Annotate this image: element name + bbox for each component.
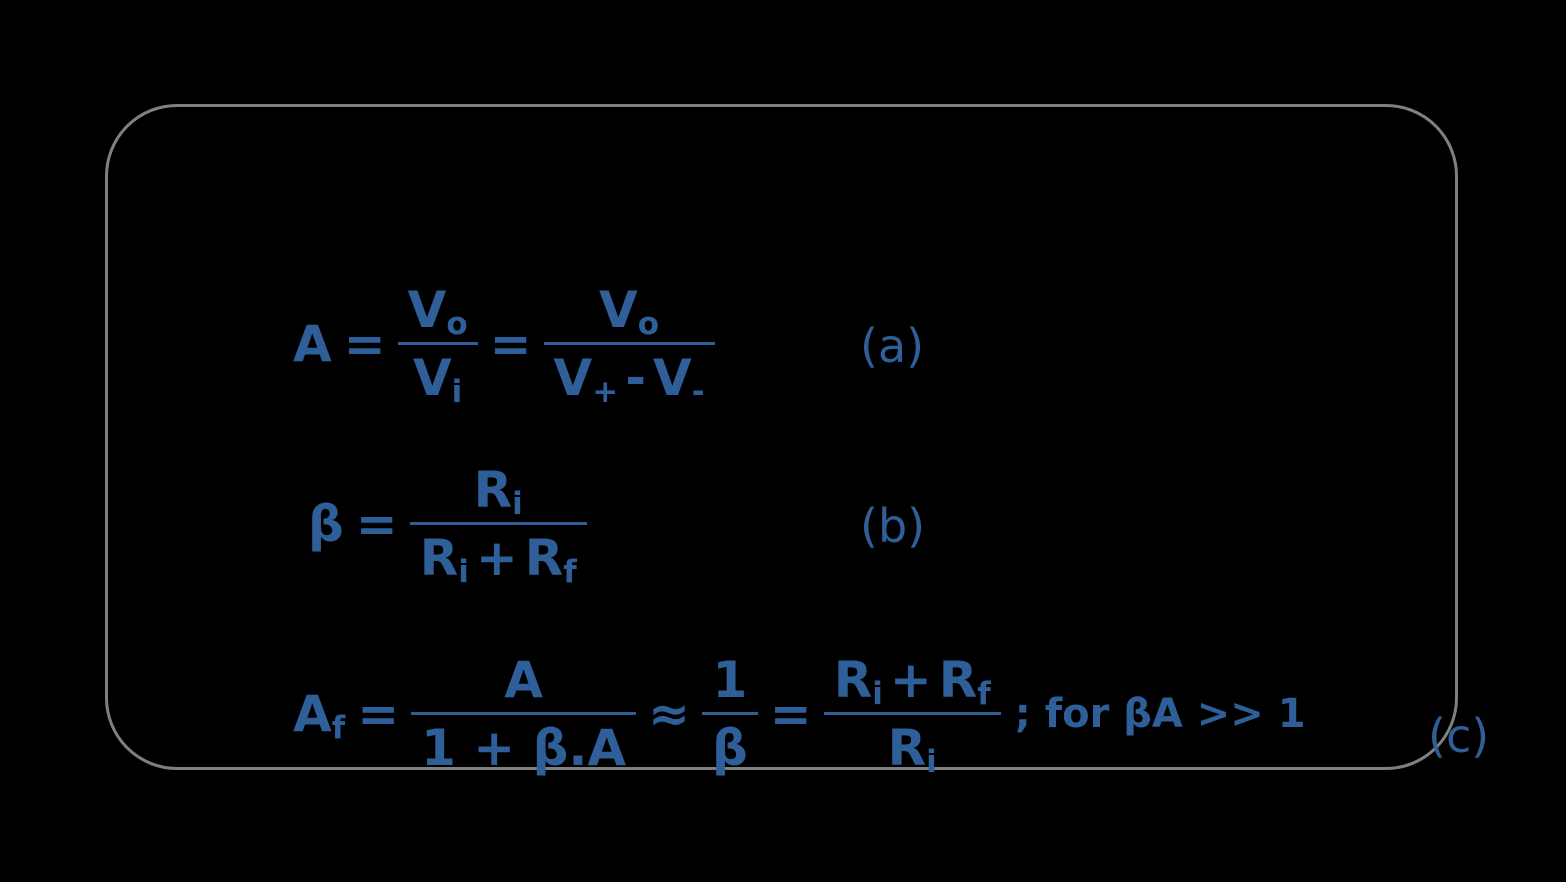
equation-c-fraction-2-numerator: 1: [712, 651, 748, 709]
equation-b-tag: (b): [860, 499, 926, 553]
denominator-base: R: [887, 719, 927, 777]
denominator-subscript: i: [926, 743, 937, 780]
equation-a-fraction-1-numerator: Vo: [398, 282, 478, 342]
numerator-right-subscript: f: [977, 675, 991, 712]
denominator-right-subscript: f: [563, 553, 577, 590]
equation-c-tag: (c): [1428, 709, 1490, 763]
denominator-left-base: R: [419, 529, 459, 587]
lhs-base: A: [293, 685, 332, 743]
equation-a-lhs: A: [293, 315, 332, 373]
denominator-right-base: R: [524, 529, 564, 587]
equation-a-fraction-1: Vo Vi: [397, 282, 478, 407]
equation-c-fraction-3-denominator: Ri: [878, 715, 947, 777]
numerator-left-subscript: i: [872, 675, 883, 712]
fraction-bar: [397, 342, 478, 345]
fraction-bar: [823, 712, 1001, 715]
equation-c-fraction-2: 1 β: [702, 652, 758, 776]
numerator-operator: +: [889, 651, 932, 709]
fraction-bar: [411, 712, 637, 715]
equation-c-lhs: Af: [293, 689, 345, 743]
equation-b-lhs: β: [308, 495, 344, 553]
denominator-left-subscript: i: [458, 553, 469, 590]
equation-c-condition: ; for βA >> 1: [1014, 691, 1306, 737]
equation-c-fraction-3: Ri+Rf Ri: [823, 652, 1001, 777]
equation-a-tag: (a): [860, 319, 925, 373]
equation-b-relation-1: =: [355, 495, 398, 553]
fraction-bar: [702, 712, 758, 715]
equation-c-fraction-1: A 1 + β.A: [411, 651, 637, 777]
equation-a-fraction-1-denominator: Vi: [403, 345, 472, 407]
equation-b: β = Ri Ri+Rf: [308, 462, 587, 587]
equation-c-fraction-1-numerator: A: [504, 651, 543, 709]
equation-b-fraction-1-numerator: Ri: [464, 462, 533, 522]
equation-a-relation-2: =: [489, 315, 532, 373]
equation-c-fraction-2-denominator: β: [712, 719, 748, 777]
denominator-operator: -: [625, 349, 646, 407]
numerator-right-base: R: [938, 651, 978, 709]
denominator-operator: +: [475, 529, 518, 587]
denominator-left-base: V: [553, 349, 593, 407]
equation-c-relation-1: =: [357, 685, 400, 743]
equation-c-fraction-3-numerator: Ri+Rf: [824, 652, 1001, 712]
equation-a-fraction-2-denominator: V+-V-: [544, 345, 715, 407]
equation-a-fraction-2: Vo V+-V-: [543, 282, 715, 407]
equation-c-relation-2: ≈: [648, 685, 690, 743]
equation-a: A = Vo Vi = Vo V+-V-: [293, 282, 715, 407]
equation-c-relation-3: =: [769, 685, 812, 743]
lhs-subscript: f: [331, 709, 346, 746]
denominator-right-base: V: [652, 349, 692, 407]
numerator-base: V: [407, 281, 447, 339]
denominator-base: V: [412, 349, 452, 407]
equation-a-relation-1: =: [343, 315, 386, 373]
fraction-bar: [543, 342, 715, 345]
numerator-subscript: o: [446, 305, 468, 342]
numerator-base: R: [473, 461, 513, 519]
denominator-left-subscript: +: [592, 373, 619, 410]
numerator-base: V: [599, 281, 638, 339]
denominator-right-subscript: -: [691, 373, 705, 410]
equation-c-fraction-1-denominator: 1 + β.A: [421, 719, 627, 777]
equation-b-fraction-1: Ri Ri+Rf: [409, 462, 587, 587]
denominator-subscript: i: [451, 373, 463, 410]
equation-b-fraction-1-denominator: Ri+Rf: [410, 525, 587, 587]
numerator-subscript: o: [637, 305, 660, 342]
numerator-left-base: R: [833, 651, 873, 709]
equation-c: Af = A 1 + β.A ≈ 1 β = Ri+Rf Ri ; for βA…: [293, 651, 1306, 777]
equation-card-border: A = Vo Vi = Vo V+-V- (a) β = Ri Ri+Rf: [105, 104, 1489, 777]
fraction-bar: [409, 522, 587, 525]
numerator-subscript: i: [512, 485, 523, 522]
equation-a-fraction-2-numerator: Vo: [589, 282, 669, 342]
